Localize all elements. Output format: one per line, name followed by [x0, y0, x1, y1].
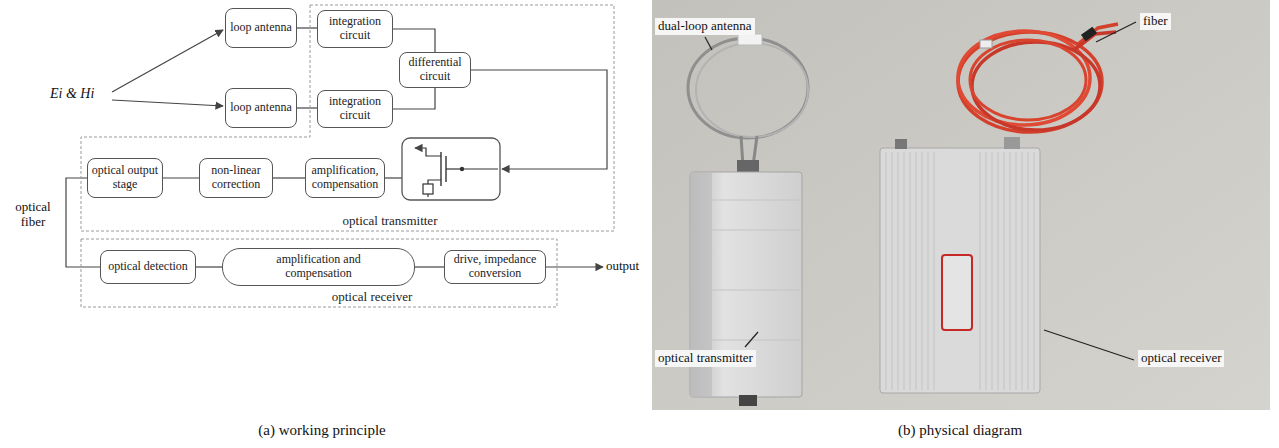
circuit-box — [402, 138, 500, 200]
housing-connector — [895, 139, 907, 149]
drain-wire — [415, 148, 441, 156]
antenna-connector — [737, 160, 759, 172]
box-label: integration circuit — [321, 15, 389, 43]
housing-ribs — [886, 152, 1034, 390]
leader-line — [705, 37, 712, 50]
process-box: non-linear correction — [199, 158, 273, 198]
source-wire — [428, 180, 441, 184]
photo-ground — [652, 0, 1270, 410]
connector — [196, 266, 222, 267]
group-band: optical receiver optical detection amplifi… — [80, 238, 558, 308]
field-arrow — [112, 100, 223, 106]
leader-line — [1044, 330, 1134, 360]
gate-plate — [445, 156, 446, 182]
connector — [297, 27, 317, 28]
antenna-loop — [696, 43, 808, 137]
signal-wire — [385, 177, 402, 178]
box-label: loop antenna — [230, 101, 292, 115]
process-box: loop antenna — [225, 8, 297, 48]
dashed-outline — [81, 5, 614, 231]
fiber-loop — [958, 31, 1090, 125]
part-label: dual-loop antenna — [655, 18, 755, 35]
output-arrow — [546, 266, 603, 267]
box-label: drive, impedance conversion — [448, 253, 542, 281]
transmitter-housing — [690, 172, 802, 406]
part-label: optical fiber — [6, 200, 60, 230]
process-box: drive, impedance conversion — [444, 250, 546, 285]
photo — [652, 0, 1270, 410]
gate-wire — [446, 168, 462, 169]
part-label: output — [606, 259, 639, 274]
connector — [415, 266, 444, 267]
label-plate — [942, 255, 972, 330]
fiber-coil — [958, 24, 1118, 132]
housing-groove — [712, 200, 802, 340]
box-label: amplification and compensation — [260, 253, 378, 281]
fiber-loop — [970, 40, 1086, 120]
box-label: amplification, compensation — [309, 164, 381, 192]
box-label: optical output stage — [91, 164, 159, 192]
process-box: loop antenna — [225, 88, 297, 128]
fiber-loop — [972, 42, 1100, 130]
process-box: integration circuit — [317, 10, 393, 48]
connector — [163, 177, 199, 178]
housing-connector — [1004, 137, 1020, 149]
housing-connector — [739, 395, 757, 406]
connector — [393, 88, 435, 109]
box-label: loop antenna — [230, 21, 292, 35]
field-arrow — [112, 30, 223, 92]
part-label: fiber — [1140, 13, 1171, 30]
leader-line — [1096, 22, 1136, 42]
connector — [393, 29, 435, 52]
box-label: optical detection — [108, 260, 188, 274]
caption: (b) physical diagram — [810, 422, 1110, 439]
process-box: differential circuit — [399, 52, 471, 88]
process-box: amplification, compensation — [305, 158, 385, 198]
box-label: integration circuit — [321, 95, 389, 123]
housing — [880, 148, 1040, 393]
part-label: Ei & Hi — [50, 86, 94, 102]
transistor-circuit — [402, 138, 500, 200]
part-label: optical receiver — [1138, 350, 1224, 367]
box-label: non-linear correction — [203, 164, 269, 192]
process-box: optical detection — [100, 250, 196, 284]
cable-tie — [980, 40, 992, 48]
receiver-housing — [880, 137, 1040, 393]
part-label: optical transmitter — [655, 350, 756, 367]
fiber-connector — [1081, 27, 1097, 42]
group-label: optical transmitter — [343, 214, 438, 229]
group-band: optical transmitter integration circuit in… — [80, 4, 615, 232]
caption: (a) working principle — [172, 422, 472, 439]
channel — [440, 152, 441, 186]
process-box: optical output stage — [87, 158, 163, 198]
process-box: integration circuit — [317, 90, 393, 128]
ground-wire — [427, 194, 428, 197]
tape — [738, 34, 762, 45]
dashed-outline — [81, 239, 557, 307]
box-label: differential circuit — [403, 56, 467, 84]
input-wire — [462, 168, 498, 169]
antenna — [688, 34, 808, 172]
connector — [297, 107, 317, 108]
resistor-symbol — [423, 184, 433, 194]
group-label: optical receiver — [332, 290, 412, 305]
antenna-loop — [688, 38, 808, 138]
leader-line — [745, 332, 758, 347]
process-box: amplification and compensation — [222, 248, 415, 286]
connector — [273, 177, 305, 178]
